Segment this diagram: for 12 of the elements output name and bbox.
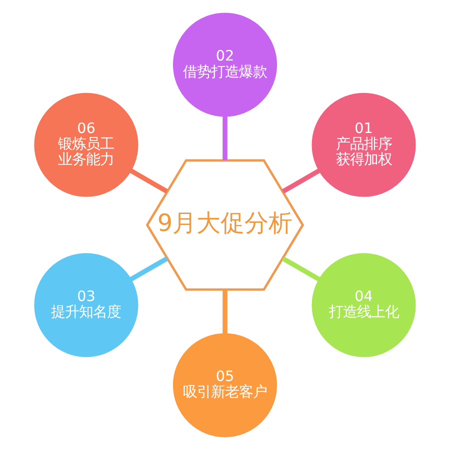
- connector: [222, 290, 228, 334]
- node-circle: 05 吸引新老客户: [172, 333, 278, 438]
- connector: [130, 256, 168, 282]
- connector: [130, 168, 168, 194]
- connector: [282, 256, 320, 282]
- node-circle: 02 借势打造爆款: [172, 12, 278, 117]
- node-circle: 01 产品排序获得加权: [312, 92, 416, 197]
- node-circle: 06 锻炼员工业务能力: [34, 92, 138, 197]
- connector: [222, 116, 228, 160]
- node-circle: 04 打造线上化: [312, 253, 416, 358]
- connector: [282, 168, 320, 194]
- node-circle: 03 提升知名度: [34, 253, 138, 358]
